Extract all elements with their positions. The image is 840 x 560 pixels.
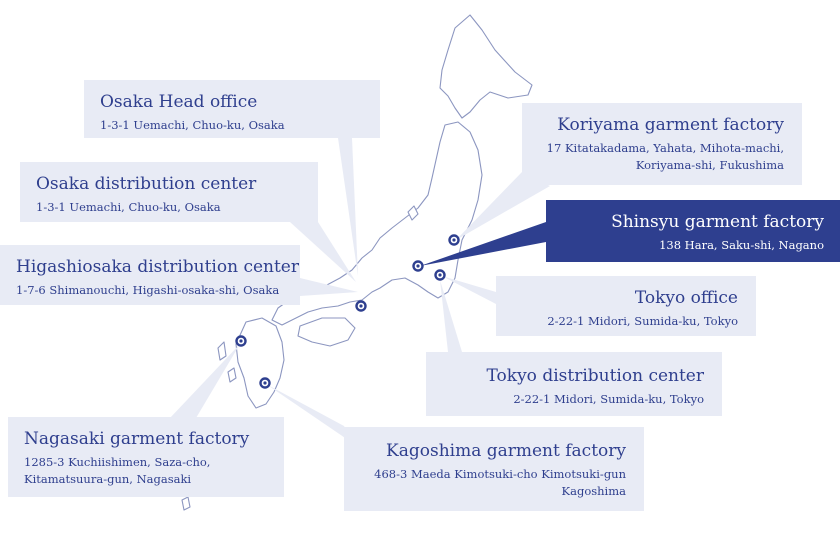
marker-dot: [239, 339, 243, 343]
island-tsushima: [217, 341, 227, 361]
kagoshima-garment-factory-card: Kagoshima garment factory 468-3 Maeda Ki…: [344, 427, 644, 511]
location-address: 138 Hara, Saku-shi, Nagano: [659, 238, 824, 252]
marker-dot: [416, 264, 420, 268]
callout-osaka-dist: [290, 222, 356, 282]
location-name: Higashiosaka distribution center: [16, 257, 299, 277]
location-address-line1: 468-3 Maeda Kimotsuki-cho Kimotsuki-gun: [374, 467, 626, 481]
marker-dot: [263, 381, 267, 385]
location-name: Osaka Head office: [100, 92, 258, 112]
location-name: Osaka distribution center: [36, 174, 257, 194]
honshu-outline: [271, 121, 483, 326]
location-name: Koriyama garment factory: [557, 115, 784, 135]
callout-osaka-head: [338, 138, 358, 276]
location-address: 1-3-1 Uemachi, Chuo-ku, Osaka: [36, 200, 221, 214]
higashiosaka-distribution-center-card: Higashiosaka distribution center 1-7-6 S…: [0, 245, 300, 305]
marker-dot: [359, 304, 363, 308]
tokyo-office-card: Tokyo office 2-22-1 Midori, Sumida-ku, T…: [496, 276, 756, 336]
island-goto: [227, 367, 237, 383]
callout-tokyo-dist: [440, 280, 462, 352]
location-name: Kagoshima garment factory: [386, 441, 626, 461]
island-south-4: [181, 496, 191, 511]
island-sado: [407, 205, 419, 221]
location-name: Tokyo office: [634, 288, 738, 308]
callout-higashiosaka-dist: [300, 278, 358, 296]
kyushu-outline: [235, 317, 285, 409]
location-address-line2: Koriyama-shi, Fukushima: [635, 158, 784, 172]
location-address: 1-7-6 Shimanouchi, Higashi-osaka-shi, Os…: [16, 283, 280, 297]
location-address-line1: 17 Kitatakadama, Yahata, Mihota-machi,: [546, 141, 784, 155]
location-address: 2-22-1 Midori, Sumida-ku, Tokyo: [513, 392, 704, 406]
location-name: Nagasaki garment factory: [24, 429, 250, 449]
callout-nagasaki: [170, 344, 240, 418]
shinsyu-garment-factory-card: Shinsyu garment factory 138 Hara, Saku-s…: [546, 200, 840, 262]
location-name: Tokyo distribution center: [486, 366, 704, 386]
location-address: 2-22-1 Midori, Sumida-ku, Tokyo: [547, 314, 738, 328]
callout-koriyama: [456, 172, 550, 240]
osaka-distribution-center-card: Osaka distribution center 1-3-1 Uemachi,…: [20, 162, 318, 222]
koriyama-garment-factory-card: Koriyama garment factory 17 Kitatakadama…: [522, 103, 802, 185]
nagasaki-garment-factory-card: Nagasaki garment factory 1285-3 Kuchiish…: [8, 417, 284, 497]
callout-shinsyu: [420, 222, 546, 266]
location-address: 1-3-1 Uemachi, Chuo-ku, Osaka: [100, 118, 285, 132]
location-name: Shinsyu garment factory: [611, 212, 824, 232]
location-address-line1: 1285-3 Kuchiishimen, Saza-cho,: [24, 455, 211, 469]
callout-kagoshima: [266, 384, 354, 444]
tokyo-distribution-center-card: Tokyo distribution center 2-22-1 Midori,…: [426, 352, 722, 416]
location-address-line2: Kitamatsuura-gun, Nagasaki: [24, 472, 192, 486]
marker-dot: [438, 273, 442, 277]
callout-tokyo-office: [442, 276, 496, 304]
marker-dot: [452, 238, 456, 242]
location-address-line2: Kagoshima: [561, 484, 626, 498]
hokkaido-outline: [439, 14, 533, 119]
shikoku-outline: [297, 317, 356, 347]
osaka-head-office-card: Osaka Head office 1-3-1 Uemachi, Chuo-ku…: [84, 80, 380, 138]
